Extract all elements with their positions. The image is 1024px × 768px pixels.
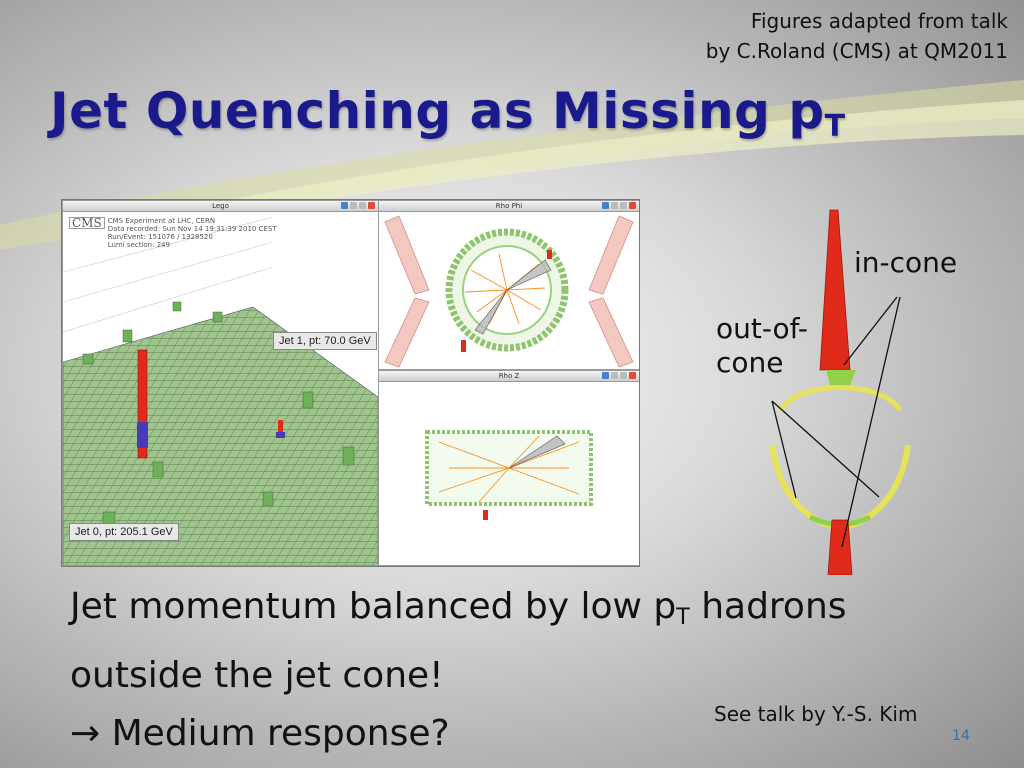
rhophi-window-controls[interactable] xyxy=(602,202,636,209)
title-subscript: T xyxy=(824,109,846,144)
jet1-label: Jet 1, pt: 70.0 GeV xyxy=(273,332,377,350)
see-talk-note: See talk by Y.-S. Kim xyxy=(714,702,918,726)
rhoz-pane: Rho Z xyxy=(378,370,639,566)
in-cone-label: in-cone xyxy=(854,246,958,279)
annotation-arrows xyxy=(771,296,901,548)
body-line-1: Jet momentum balanced by low pT hadrons xyxy=(70,578,847,647)
rhoz-pane-title: Rho Z xyxy=(498,372,520,380)
cms-event-display: Lego xyxy=(61,199,640,567)
rhoz-tracks xyxy=(438,435,580,503)
lego-window-controls[interactable] xyxy=(341,202,375,209)
rhophi-pane: Rho Phi xyxy=(378,200,639,370)
out-of-cone-line-2: cone xyxy=(716,346,784,379)
lego-pane: Lego xyxy=(62,200,379,566)
slide-title: Jet Quenching as Missing pT xyxy=(50,82,846,144)
lego-plot xyxy=(63,216,378,565)
credit-line-2: by C.Roland (CMS) at QM2011 xyxy=(705,39,1008,63)
rhophi-pane-titlebar: Rho Phi xyxy=(379,201,639,212)
jet0-tower xyxy=(137,349,148,459)
body-text: Jet momentum balanced by low pT hadrons … xyxy=(70,578,847,763)
body-line-3-text: Medium response? xyxy=(111,713,450,754)
cms-info-line-4: Lumi section: 249 xyxy=(107,241,171,249)
rhoz-pane-titlebar: Rho Z xyxy=(379,371,639,382)
rhophi-plot xyxy=(384,215,634,368)
jet-cone-diagram xyxy=(769,209,911,575)
cms-event-info: CMS CMS Experiment at LHC, CERN Data rec… xyxy=(69,217,277,249)
out-of-cone-halo xyxy=(769,385,911,531)
body-line-2: outside the jet cone! xyxy=(70,655,444,696)
cms-logo: CMS xyxy=(69,217,105,229)
out-of-cone-line-1: out-of- xyxy=(716,312,809,345)
cms-info-line-3: Run/Event: 151076 / 1328520 xyxy=(107,233,213,241)
arrow-icon: → xyxy=(70,713,101,754)
lego-pane-title: Lego xyxy=(212,202,229,210)
credit-line-1: Figures adapted from talk xyxy=(750,9,1008,33)
body-line-1-subscript: T xyxy=(676,605,690,630)
body-line-1-text-end: hadrons xyxy=(689,586,847,627)
cms-info-line-1: CMS Experiment at LHC, CERN xyxy=(107,217,216,225)
title-text: Jet Quenching as Missing p xyxy=(50,82,825,140)
page-number: 14 xyxy=(952,728,970,744)
jet0-label: Jet 0, pt: 205.1 GeV xyxy=(69,523,179,541)
lego-pane-titlebar: Lego xyxy=(63,201,378,212)
rhophi-pane-title: Rho Phi xyxy=(495,202,523,210)
rhoz-plot xyxy=(425,430,593,520)
rhoz-window-controls[interactable] xyxy=(602,372,636,379)
jet1-tower xyxy=(278,420,283,436)
out-of-cone-label: out-of- cone xyxy=(716,312,808,380)
figure-credit: Figures adapted from talk by C.Roland (C… xyxy=(706,6,1008,66)
body-line-1-text: Jet momentum balanced by low p xyxy=(70,586,677,627)
cms-info-line-2: Data recorded: Sun Nov 14 19:31:39 2010 … xyxy=(107,225,277,233)
body-line-3: → Medium response? xyxy=(70,705,847,763)
